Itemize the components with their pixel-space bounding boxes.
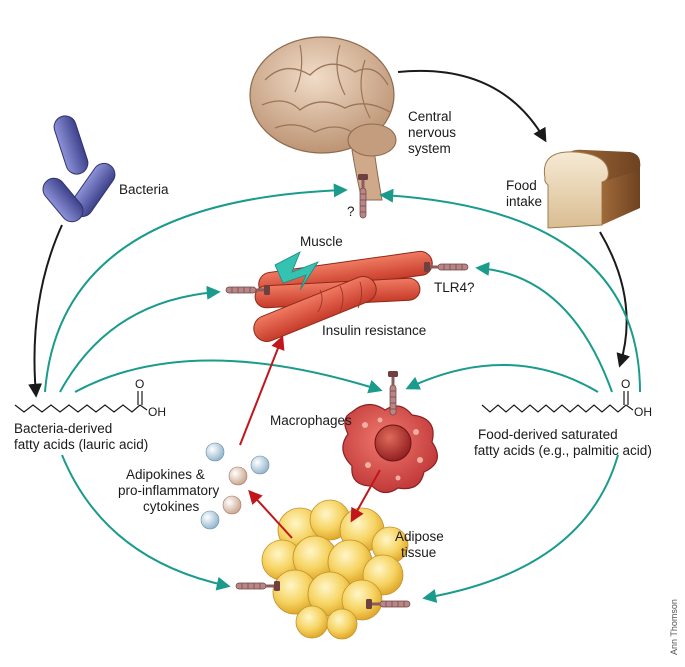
artist-credit: Ann Thomson: [669, 599, 679, 655]
arrow-lauric-to-adipose: [61, 454, 231, 591]
lauric-acid-o-atom: O: [135, 377, 144, 391]
arrow-bacteria-to-fatty-acids: [28, 224, 63, 398]
palmitic-acid-o-atom: O: [621, 377, 630, 391]
arrow-cns-to-food-intake: [397, 69, 547, 143]
lauric-acid-oh-group: OH: [148, 405, 166, 419]
label-adipose-line1: Adipose: [395, 529, 444, 544]
lauric-acid-structure: O OH: [14, 377, 166, 419]
label-muscle: Muscle: [300, 234, 343, 249]
arrow-macrophage-to-adipose: [350, 469, 381, 523]
label-adipokines-line2: pro-inflammatory: [118, 483, 220, 498]
adipose-tissue-illustration: [261, 499, 409, 640]
label-insulin-resistance: Insulin resistance: [322, 323, 426, 338]
label-bacterial-fa-line2: fatty acids (lauric acid): [14, 437, 148, 452]
label-macrophages: Macrophages: [270, 413, 352, 428]
label-food-fa-line1: Food-derived saturated: [478, 427, 618, 442]
label-food-line1: Food: [506, 178, 537, 193]
label-food-fa-line2: fatty acids (e.g., palmitic acid): [474, 443, 652, 458]
arrow-cytokines-to-muscle: [239, 335, 285, 446]
label-food-line2: intake: [506, 194, 542, 209]
label-tlr4: TLR4?: [434, 280, 475, 295]
cytokine-bubbles: [200, 442, 270, 530]
label-adipokines-line1: Adipokines &: [126, 467, 205, 482]
arrow-lauric-to-cns: [44, 183, 348, 393]
arrow-adipose-to-cytokines: [248, 489, 293, 539]
arrow-palmitic-to-macrophage: [405, 363, 599, 393]
bread-illustration: [543, 149, 641, 229]
label-cns-line1: Central: [408, 109, 452, 124]
macrophage-illustration: [342, 403, 439, 494]
bacteria-illustration: [42, 115, 116, 223]
label-bacterial-fa-line1: Bacteria-derived: [14, 421, 112, 436]
palmitic-acid-oh-group: OH: [634, 405, 652, 419]
palmitic-acid-structure: O OH: [481, 377, 652, 419]
brain-illustration: [249, 36, 397, 201]
arrow-lauric-to-muscle: [59, 285, 221, 393]
label-cns-line3: system: [408, 141, 451, 156]
arrow-palmitic-to-muscle: [475, 261, 613, 393]
arrow-lauric-to-macrophage: [74, 359, 383, 394]
arrow-palmitic-to-cns: [379, 188, 641, 393]
label-cns-line2: nervous: [408, 125, 456, 140]
arrow-palmitic-to-adipose: [422, 454, 619, 603]
arrow-food-intake-to-fatty-acids: [599, 231, 630, 368]
label-adipokines-line3: cytokines: [143, 499, 200, 514]
label-adipose-line2: tissue: [401, 545, 436, 560]
label-bacteria: Bacteria: [119, 182, 169, 197]
label-cns-receptor-question: ?: [347, 204, 355, 219]
muscle-illustration: [253, 250, 433, 342]
